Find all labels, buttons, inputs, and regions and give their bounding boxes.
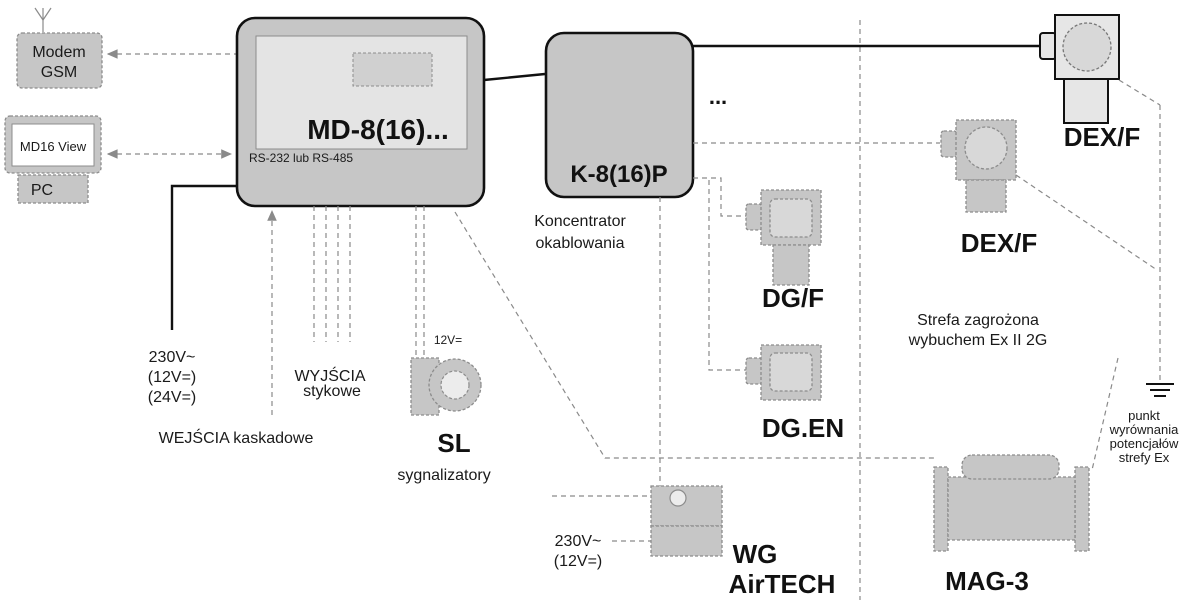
punkt-label: punkt xyxy=(1128,408,1160,423)
sl-label: SL xyxy=(437,428,470,458)
mag-ground-line xyxy=(1091,357,1119,471)
relay-output-lines xyxy=(313,206,351,342)
modem-gsm-box: Modem GSM xyxy=(16,32,103,89)
k8-dgen-link xyxy=(708,180,746,371)
airtech-label: AirTECH xyxy=(729,569,836,599)
wg-power-label-2: (12V=) xyxy=(554,553,602,570)
dex-f-mid-detector xyxy=(940,119,1017,213)
punkt-label-3: potencjałów xyxy=(1110,436,1179,451)
antenna-icon xyxy=(34,7,52,32)
ellipsis-label: ... xyxy=(709,84,727,109)
modem-label: Modem xyxy=(32,44,85,61)
koncentrator-label-2: okablowania xyxy=(536,235,625,252)
md8-title: MD-8(16)... xyxy=(307,114,449,145)
dex-mid-ground-line xyxy=(1015,174,1158,271)
k8-title: K-8(16)P xyxy=(570,161,667,188)
strefa-label-2: wybuchem Ex II 2G xyxy=(908,332,1048,349)
punkt-label-2: wyrównania xyxy=(1109,422,1179,437)
wg-label: WG xyxy=(733,539,778,569)
signaler-lines xyxy=(415,206,425,360)
power-line xyxy=(170,184,236,330)
power-label-2: (12V=) xyxy=(148,369,196,386)
md8-mag3-link xyxy=(454,211,935,459)
md16-view-label: MD16 View xyxy=(20,139,87,154)
koncentrator-label: Koncentrator xyxy=(534,213,626,230)
strefa-label: Strefa zagrożona xyxy=(917,312,1039,329)
wyjscia-label: WYJŚCIA xyxy=(294,366,365,385)
dex-f-mid-label: DEX/F xyxy=(961,228,1038,258)
dg-en-detector xyxy=(745,344,822,401)
md8-k8-link xyxy=(483,72,546,82)
punkt-label-4: strefy Ex xyxy=(1119,450,1170,465)
power-label-3: (24V=) xyxy=(148,389,196,406)
dg-f-detector xyxy=(745,189,822,286)
dex-top-ground-line xyxy=(1118,79,1161,106)
k8-dgf-link xyxy=(693,177,746,217)
k8-concentrator: K-8(16)P xyxy=(544,31,695,199)
pc-label: PC xyxy=(31,182,53,199)
wyjscia-label-2: stykowe xyxy=(303,383,361,400)
mag3-label: MAG-3 xyxy=(945,566,1029,596)
wg-airtech-unit xyxy=(650,485,723,557)
sygnalizatory-label: sygnalizatory xyxy=(397,467,490,484)
md8-controller: MD-8(16)... RS-232 lub RS-485 xyxy=(235,16,486,208)
ground-icon xyxy=(1146,383,1174,397)
dex-f-top-detector xyxy=(1039,14,1120,124)
rs232-label: RS-232 lub RS-485 xyxy=(249,151,353,165)
dg-en-label: DG.EN xyxy=(762,413,844,443)
sl-signaler xyxy=(410,357,482,416)
mag3-valve xyxy=(933,454,1090,552)
wg-power-label: 230V~ xyxy=(555,533,602,550)
dg-f-label: DG/F xyxy=(762,283,824,313)
pc-computer: MD16 View PC xyxy=(4,115,102,204)
modem-label-2: GSM xyxy=(41,64,77,81)
wejscia-label: WEJŚCIA kaskadowe xyxy=(159,428,314,447)
v12-label: 12V= xyxy=(434,333,462,347)
power-label: 230V~ xyxy=(149,349,196,366)
dex-f-top-label: DEX/F xyxy=(1064,122,1141,152)
